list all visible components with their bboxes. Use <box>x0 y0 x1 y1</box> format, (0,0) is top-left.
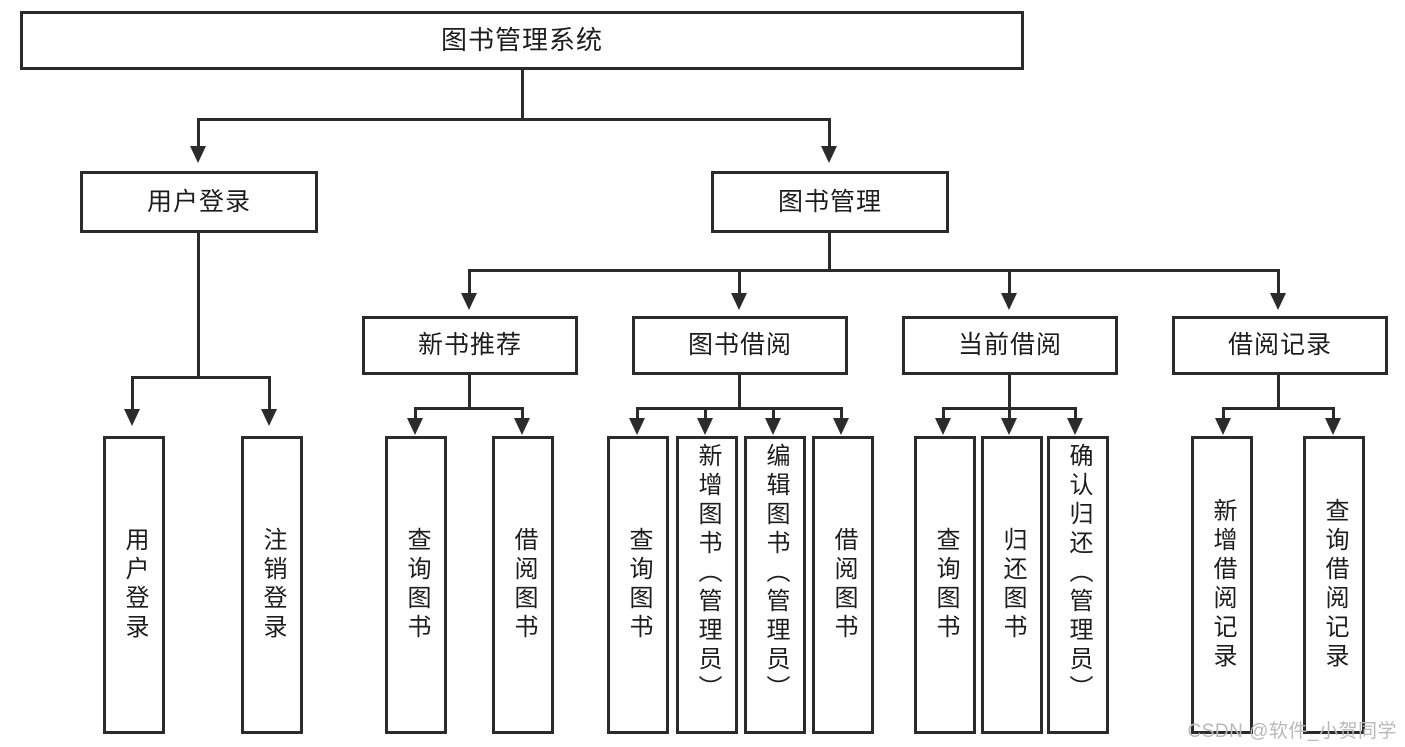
leaf-label: 确认归还（管理员） <box>1065 443 1092 704</box>
connector-bm-to-new-book <box>468 269 471 293</box>
connector-root-to-user-login <box>197 118 200 146</box>
arrowhead-book-borrow-leaf-4 <box>833 418 849 435</box>
arrowhead-current-borrow <box>1001 293 1017 310</box>
arrowhead-user-login <box>190 146 206 163</box>
leaf-label: 归还图书 <box>999 527 1026 643</box>
arrowhead-borrow-record <box>1270 293 1286 310</box>
node-label: 图书管理系统 <box>440 24 603 55</box>
connector-user-login-to-leaf-2 <box>268 376 271 409</box>
connector-borrow-record-to-leaf-1 <box>1222 407 1225 418</box>
leaf-label: 用户登录 <box>121 527 148 643</box>
leaf-confirm-return-admin[interactable]: 确认归还（管理员） <box>1047 436 1109 734</box>
connector-new-book-stem <box>468 375 471 407</box>
connector-new-book-to-leaf-2 <box>521 407 524 418</box>
leaf-user-login[interactable]: 用户登录 <box>103 436 165 734</box>
connector-book-borrow-to-leaf-2 <box>704 407 707 418</box>
connector-bm-to-book-borrow <box>738 269 741 293</box>
node-user-login[interactable]: 用户登录 <box>80 171 318 233</box>
leaf-label: 查询图书 <box>403 527 430 643</box>
connector-book-management-bus <box>468 269 1280 272</box>
node-label: 图书管理 <box>777 187 882 216</box>
connector-book-management-stem <box>828 233 831 269</box>
arrowhead-new-book-leaf-1 <box>407 418 423 435</box>
connector-book-borrow-stem <box>738 375 741 407</box>
arrowhead-new-book-leaf-2 <box>514 418 530 435</box>
leaf-label: 借阅图书 <box>830 527 857 643</box>
connector-user-login-to-leaf-1 <box>131 376 134 409</box>
leaf-label: 编辑图书（管理员） <box>762 443 789 704</box>
arrowhead-current-borrow-leaf-2 <box>1001 418 1017 435</box>
leaf-label: 查询图书 <box>932 527 959 643</box>
node-label: 借阅记录 <box>1227 331 1332 360</box>
connector-root-bus <box>197 118 831 121</box>
connector-current-borrow-stem <box>1008 375 1011 407</box>
connector-new-book-bus <box>414 407 524 410</box>
connector-borrow-record-to-leaf-2 <box>1332 407 1335 418</box>
arrowhead-book-borrow-leaf-2 <box>697 418 713 435</box>
leaf-label: 新增图书（管理员） <box>694 443 721 704</box>
connector-user-login-stem <box>197 233 200 376</box>
leaf-return-book[interactable]: 归还图书 <box>981 436 1043 734</box>
leaf-query-book-current[interactable]: 查询图书 <box>914 436 976 734</box>
arrowhead-book-borrow-leaf-1 <box>629 418 645 435</box>
node-borrow-record[interactable]: 借阅记录 <box>1172 316 1388 375</box>
connector-book-borrow-to-leaf-3 <box>772 407 775 418</box>
node-label: 当前借阅 <box>957 331 1062 360</box>
connector-root-stem <box>521 70 524 118</box>
arrowhead-borrow-record-leaf-1 <box>1215 418 1231 435</box>
connector-root-to-book-management <box>828 118 831 146</box>
arrowhead-book-borrow-leaf-3 <box>765 418 781 435</box>
connector-book-borrow-to-leaf-4 <box>840 407 843 418</box>
connector-bm-to-borrow-record <box>1277 269 1280 293</box>
leaf-add-book-admin[interactable]: 新增图书（管理员） <box>676 436 738 734</box>
arrowhead-user-login-leaf-1 <box>124 409 140 426</box>
leaf-query-borrow-record[interactable]: 查询借阅记录 <box>1303 436 1365 734</box>
node-label: 用户登录 <box>146 187 251 216</box>
arrowhead-current-borrow-leaf-3 <box>1067 418 1083 435</box>
leaf-label: 查询图书 <box>625 527 652 643</box>
connector-book-borrow-to-leaf-1 <box>636 407 639 418</box>
leaf-label: 新增借阅记录 <box>1209 498 1236 672</box>
leaf-label: 借阅图书 <box>510 527 537 643</box>
node-current-borrow[interactable]: 当前借阅 <box>902 316 1118 375</box>
node-book-management[interactable]: 图书管理 <box>711 171 949 233</box>
arrowhead-current-borrow-leaf-1 <box>935 418 951 435</box>
connector-book-borrow-bus <box>636 407 842 410</box>
connector-current-borrow-to-leaf-2 <box>1008 407 1011 418</box>
leaf-label: 注销登录 <box>259 527 286 643</box>
leaf-query-book-borrow[interactable]: 查询图书 <box>607 436 669 734</box>
leaf-label: 查询借阅记录 <box>1321 498 1348 672</box>
connector-borrow-record-bus <box>1222 407 1335 410</box>
connector-current-borrow-to-leaf-1 <box>942 407 945 418</box>
leaf-borrow-book-recommend[interactable]: 借阅图书 <box>492 436 554 734</box>
node-label: 新书推荐 <box>417 331 522 360</box>
node-new-book-recommend[interactable]: 新书推荐 <box>362 316 578 375</box>
connector-new-book-to-leaf-1 <box>414 407 417 418</box>
connector-current-borrow-to-leaf-3 <box>1074 407 1077 418</box>
leaf-add-borrow-record[interactable]: 新增借阅记录 <box>1191 436 1253 734</box>
connector-bm-to-current-borrow <box>1008 269 1011 293</box>
arrowhead-borrow-record-leaf-2 <box>1325 418 1341 435</box>
node-label: 图书借阅 <box>687 331 792 360</box>
leaf-borrow-book[interactable]: 借阅图书 <box>812 436 874 734</box>
leaf-logout[interactable]: 注销登录 <box>241 436 303 734</box>
leaf-edit-book-admin[interactable]: 编辑图书（管理员） <box>744 436 806 734</box>
node-root-book-management-system[interactable]: 图书管理系统 <box>20 11 1024 70</box>
arrowhead-user-login-leaf-2 <box>261 409 277 426</box>
arrowhead-book-management <box>821 146 837 163</box>
connector-user-login-bus <box>131 376 268 379</box>
arrowhead-new-book-recommend <box>461 293 477 310</box>
arrowhead-book-borrow <box>731 293 747 310</box>
node-book-borrow[interactable]: 图书借阅 <box>632 316 848 375</box>
connector-borrow-record-stem <box>1277 375 1280 407</box>
leaf-query-book-recommend[interactable]: 查询图书 <box>385 436 447 734</box>
